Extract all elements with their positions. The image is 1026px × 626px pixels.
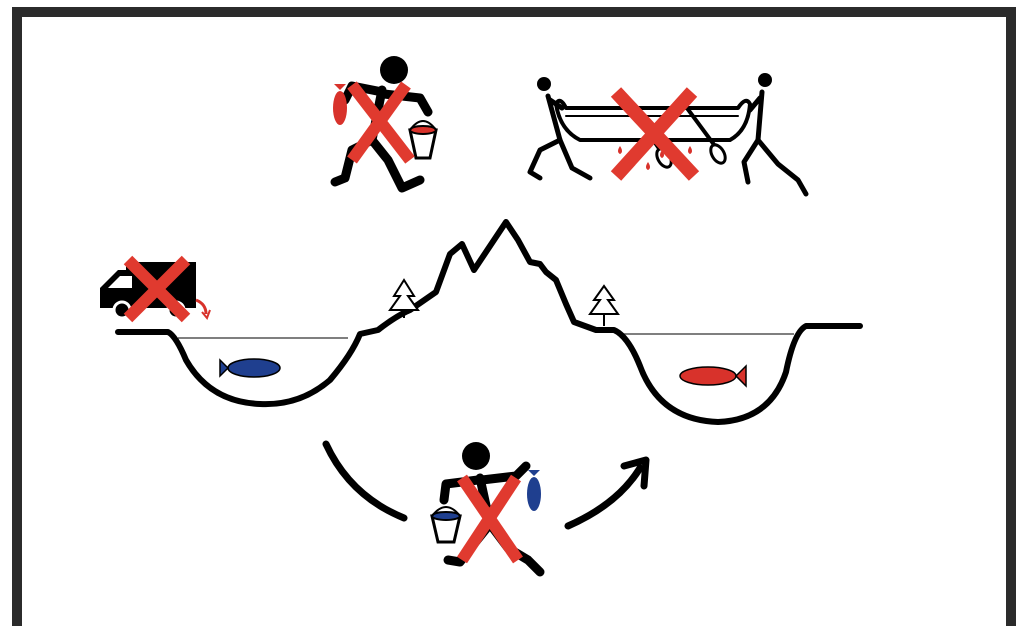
red-fish-icon: [680, 366, 746, 386]
mountain-and-two-lakes-icon: [118, 222, 860, 422]
prohibited-x-icon: [462, 478, 518, 560]
runner-red-fish-prohibited: [333, 56, 436, 188]
runner-blue-fish-prohibited: [432, 442, 541, 572]
canoe-carry-prohibited: [530, 73, 806, 194]
pine-tree-icon: [390, 280, 418, 318]
pine-tree-icon: [590, 286, 618, 326]
blue-fish-icon: [220, 359, 280, 377]
frame-border: [17, 12, 1011, 626]
vehicle-prohibited: [100, 260, 210, 318]
blue-bucket-icon: [432, 507, 460, 542]
red-bucket-icon: [410, 121, 436, 158]
blue-fish-icon: [527, 470, 541, 511]
people-carrying-canoe-icon: [530, 73, 806, 194]
